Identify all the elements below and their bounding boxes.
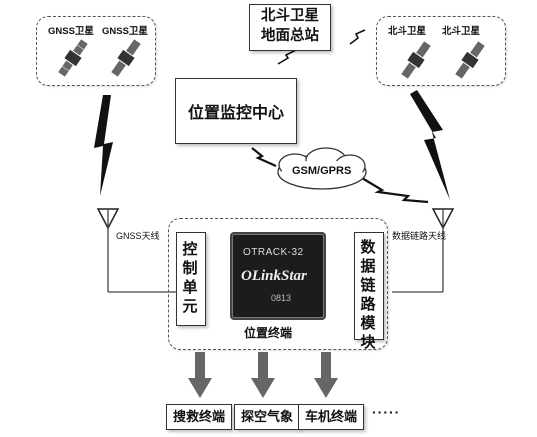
ground-station-box: 北斗卫星 地面总站 xyxy=(249,4,331,51)
gnss-sat-label: GNSS卫星 xyxy=(48,26,94,37)
station-link-zigzag xyxy=(277,49,297,65)
arrow-down-icon xyxy=(251,352,275,398)
more-ellipsis: ····· xyxy=(372,404,401,420)
gsm-antenna-zigzag xyxy=(361,177,429,204)
vehicle-terminal-box: 车机终端 xyxy=(298,404,364,430)
arrow-down-icon xyxy=(314,352,338,398)
monitor-center-label: 位置监控中心 xyxy=(187,105,284,122)
arrow-down-icon xyxy=(188,352,212,398)
control-unit-label: 控制单元 xyxy=(182,241,198,315)
station-beidou-zigzag xyxy=(349,29,366,45)
ground-station-line2: 地面总站 xyxy=(261,28,319,44)
gnss-satellite-group xyxy=(36,16,156,86)
beidou-sat-label: 北斗卫星 xyxy=(442,26,481,37)
datalink-antenna-label: 数据链路天线 xyxy=(392,231,447,241)
monitor-gsm-zigzag xyxy=(251,147,277,168)
gnss-antenna-icon xyxy=(96,208,176,293)
rescue-terminal-box: 搜救终端 xyxy=(166,404,232,430)
gsm-cloud-icon xyxy=(277,147,367,190)
datalink-module-label: 数据链路模块 xyxy=(360,239,376,351)
satellite-icon xyxy=(455,41,485,79)
radiosonde-weather-box: 探空气象 xyxy=(234,404,300,430)
ground-station-line1: 北斗卫星 xyxy=(261,8,319,24)
gsm-gprs-label: GSM/GPRS xyxy=(292,165,352,177)
position-terminal-group xyxy=(168,218,388,350)
gnss-antenna-label: GNSS天线 xyxy=(116,231,160,241)
beidou-sat-label: 北斗卫星 xyxy=(388,26,427,37)
datalink-module-box xyxy=(354,232,384,340)
satellite-icon xyxy=(401,41,431,79)
gnss-sat-label: GNSS卫星 xyxy=(102,26,148,37)
beidou-signal-lightning xyxy=(410,90,450,200)
satellite-icon xyxy=(58,39,88,77)
satellite-icon xyxy=(111,39,141,77)
monitor-center-box: 位置监控中心 xyxy=(175,78,297,144)
chip-model: OTRACK-32 xyxy=(243,247,304,258)
datalink-antenna-icon xyxy=(392,208,455,293)
position-terminal-label: 位置终端 xyxy=(244,326,293,340)
control-unit-box xyxy=(176,232,206,326)
otrack-chip: OTRACK-32 OLinkStar 0813 xyxy=(232,234,324,318)
beidou-satellite-group xyxy=(376,16,506,86)
chip-code: 0813 xyxy=(271,293,292,303)
chip-brand-logo: OLinkStar xyxy=(241,268,307,284)
gnss-signal-lightning xyxy=(94,95,113,196)
